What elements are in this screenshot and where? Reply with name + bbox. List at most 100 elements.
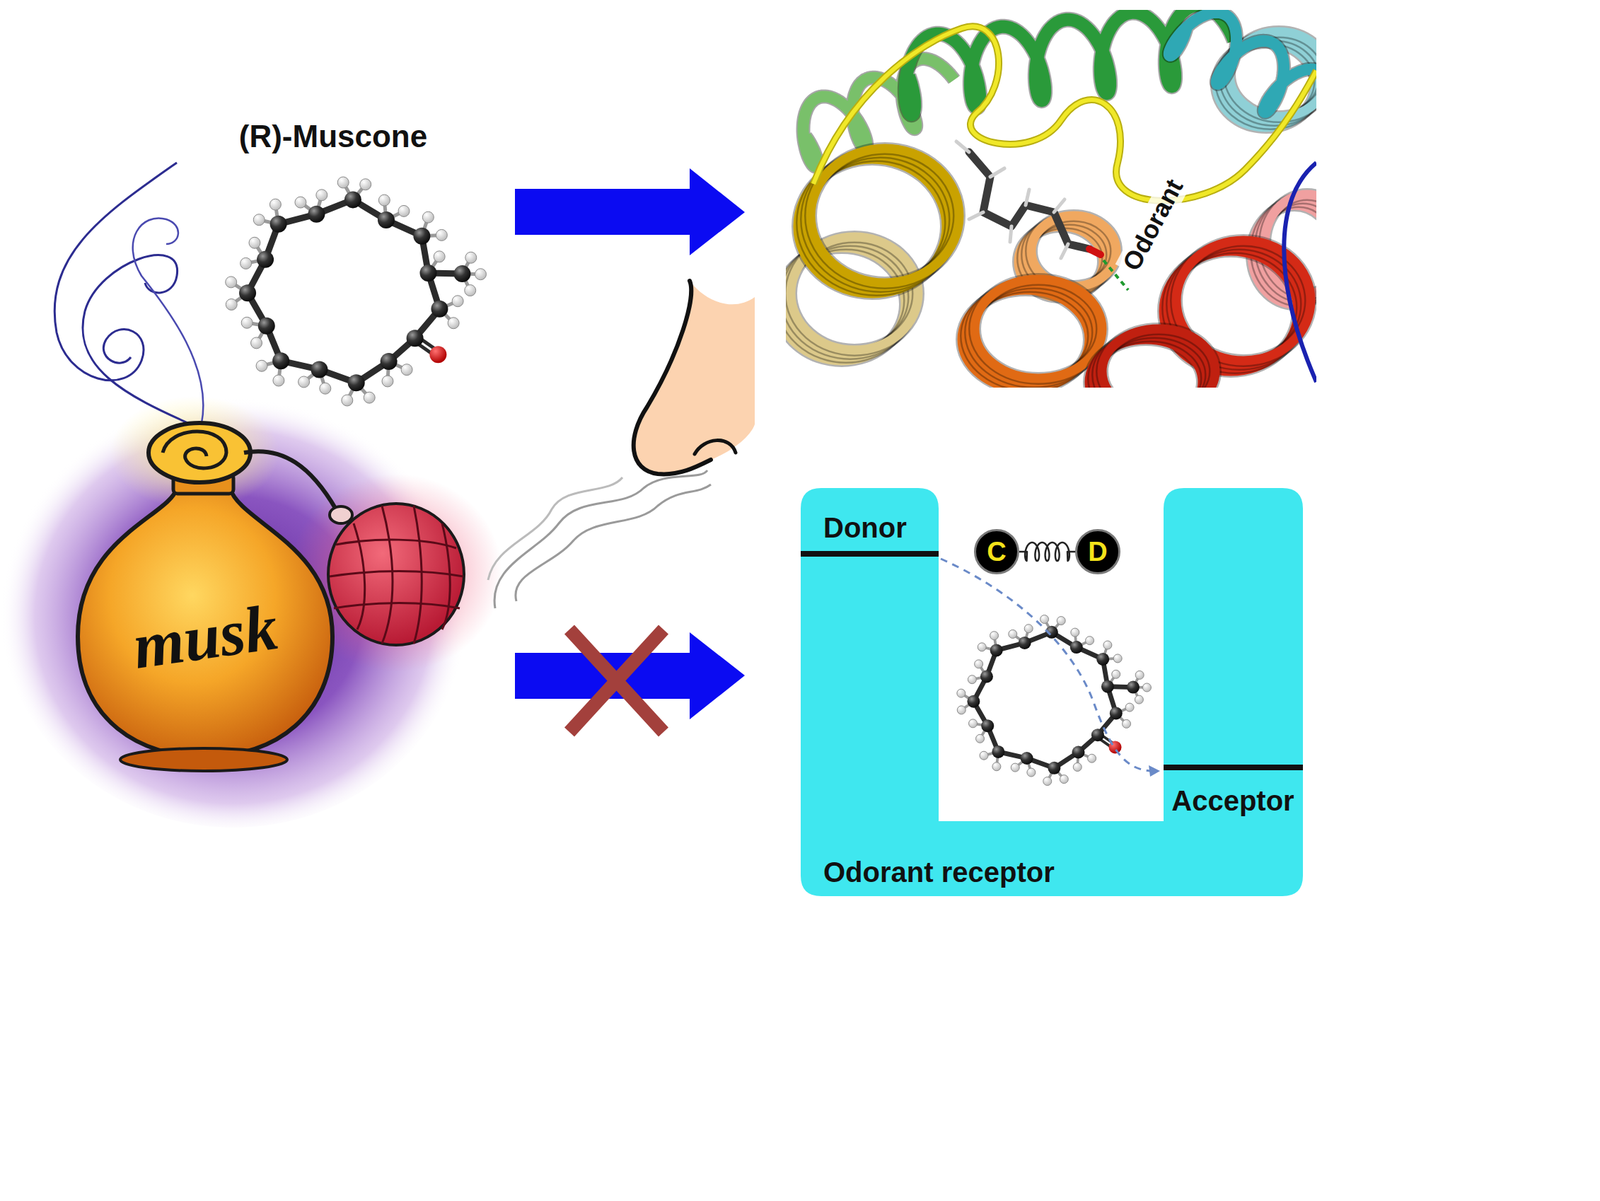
hydrogen-atom	[248, 236, 261, 249]
hydrogen-atom	[241, 316, 253, 329]
atomizer-tube	[244, 451, 336, 510]
hydrogen-atom	[1073, 762, 1082, 771]
hydrogen-atom	[974, 659, 984, 669]
grid-line	[333, 603, 460, 610]
grid-line	[353, 523, 365, 630]
hydrogen-atom	[979, 751, 989, 760]
h-stick	[1010, 226, 1012, 242]
atom-circle: C	[974, 529, 1020, 575]
carbon-atom	[380, 352, 398, 370]
block-arrow	[514, 168, 745, 256]
h-stick	[1025, 189, 1030, 206]
hydrogen-atom	[422, 211, 434, 223]
hydrogen-atom	[957, 688, 966, 698]
donor-label: Donor	[823, 512, 907, 544]
helix-shadow	[1169, 12, 1317, 114]
carbon-atom	[980, 669, 994, 683]
grid-line	[381, 505, 393, 644]
purple-wash	[0, 389, 467, 828]
ligand-stick	[969, 152, 1090, 249]
hydrogen-atom	[968, 719, 977, 728]
acceptor-level	[1163, 764, 1303, 771]
carbon-atom	[256, 251, 274, 269]
helix-shadow	[1102, 328, 1216, 388]
carbon-atom	[1071, 745, 1085, 759]
hydrogen-atom	[1103, 640, 1112, 650]
hydrogen-atom	[1122, 719, 1132, 728]
hydrogen-atom	[435, 229, 448, 241]
hydrogen-atom	[360, 178, 372, 191]
hydrogen-atom	[1134, 695, 1144, 704]
cross-mark	[569, 629, 664, 733]
hydrogen-atom	[298, 376, 310, 388]
nose-skin	[633, 280, 755, 474]
hydrogen-atom	[316, 189, 328, 201]
carbon-atom	[1101, 680, 1115, 694]
carbon-atom	[348, 374, 365, 392]
hydrogen-atom	[977, 642, 987, 652]
carbon-atom	[272, 352, 290, 370]
nose	[633, 280, 755, 474]
hydrogen-atom	[378, 194, 390, 206]
hydrogen-atom	[967, 675, 977, 684]
receptor-shape	[800, 488, 1303, 897]
donor-level	[800, 551, 939, 557]
atom-circle: D	[1075, 529, 1121, 575]
carbon-atom	[310, 360, 328, 378]
hydrogen-atom	[474, 268, 486, 281]
cap-swirl	[162, 431, 227, 469]
grid-line	[413, 505, 422, 644]
hydrogen-atom	[1085, 636, 1095, 646]
hydrogen-atom	[337, 176, 349, 189]
hydrogen-atom	[1040, 615, 1049, 624]
loop-shadow	[813, 26, 1317, 201]
muscone-molecule	[957, 615, 1152, 786]
carbon-atom	[1070, 640, 1083, 654]
h-stick	[1061, 244, 1069, 259]
carbon-atom	[1020, 751, 1034, 765]
bottle-cap	[148, 422, 251, 483]
molecule-name: (R)-Muscone	[239, 118, 428, 155]
hydrogen-atom	[433, 251, 445, 263]
carbon-atom	[990, 643, 1004, 657]
h-stick	[1053, 199, 1065, 213]
carbon-atom	[307, 205, 325, 223]
helix-shadow	[810, 148, 960, 283]
carbon-atom	[1096, 652, 1110, 666]
hydrogen-atom	[273, 374, 285, 387]
acceptor-label: Acceptor	[1171, 785, 1294, 817]
hydrogen-atom	[976, 734, 985, 743]
smell-wisp	[515, 484, 711, 602]
atomizer-bulb	[328, 503, 465, 646]
odorant-label: Odorant	[1115, 171, 1192, 278]
carbon-atom	[430, 300, 448, 318]
hydrogen-atom	[451, 295, 464, 307]
carbon-atom	[966, 695, 980, 709]
hydrogen-atom	[363, 391, 375, 404]
h-stick	[956, 141, 970, 153]
hydrogen-atom	[1056, 616, 1066, 626]
hydrogen-atom	[1008, 629, 1018, 639]
bulb-grid	[329, 505, 464, 644]
carbon-atom	[1109, 706, 1123, 720]
hydrogen-atom	[225, 276, 237, 288]
h-stick	[969, 212, 984, 220]
atom-letter: D	[1087, 536, 1107, 568]
receptor-well: DonorAcceptorOdorant receptorCD	[800, 488, 1303, 897]
hydrogen-atom	[294, 196, 307, 208]
nose-outline	[633, 280, 711, 474]
hydrogen-atom	[253, 214, 265, 226]
carbon-atom	[239, 284, 257, 302]
hydrogen-atom	[240, 257, 252, 269]
hydrogen-atom	[1135, 670, 1144, 680]
hydrogen-atom	[1043, 776, 1052, 786]
grid-line	[329, 571, 464, 578]
hydrogen-atom	[1070, 628, 1080, 637]
ligand-hydrogens	[956, 141, 1069, 259]
hydrogen-atom	[251, 337, 263, 349]
path-arrowhead	[1148, 765, 1161, 777]
cross-stroke	[569, 629, 664, 733]
hydrogen-atom	[465, 251, 477, 264]
hydrogen-atom	[401, 364, 413, 376]
